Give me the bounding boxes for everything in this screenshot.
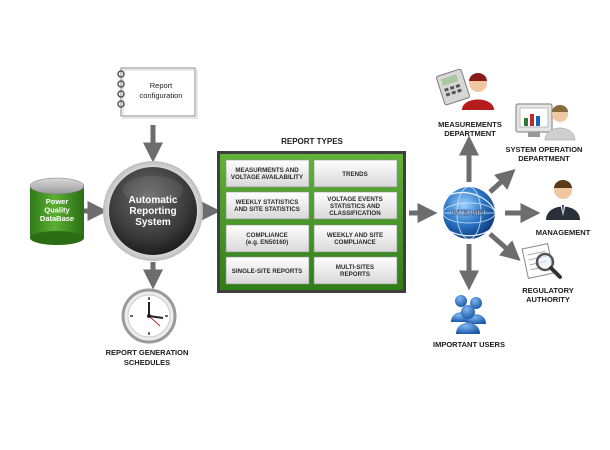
regulatory-magnifier-icon <box>521 243 562 279</box>
internet-label: INTERNET <box>452 210 488 217</box>
report-type-cell: SINGLE-SITE REPORTS <box>225 256 310 285</box>
svg-text:SINGLE-SITE REPORTS: SINGLE-SITE REPORTS <box>232 268 302 275</box>
report-type-cell: COMPLIANCE(e.g. EN50160) <box>225 224 310 253</box>
spiral-rings-icon <box>117 70 125 108</box>
system-operation-person-icon <box>515 103 576 141</box>
internet-globe-icon <box>441 186 497 240</box>
svg-text:TRENDS: TRENDS <box>342 171 367 178</box>
database-cylinder-icon <box>29 177 85 245</box>
management-label: MANAGEMENT <box>536 228 591 237</box>
svg-text:COMPLIANCE(e.g. EN50160): COMPLIANCE(e.g. EN50160) <box>246 232 288 246</box>
important-users-icon <box>451 295 486 334</box>
arrow-internet-to-system-op <box>488 168 516 194</box>
measurements-person-icon <box>436 68 494 110</box>
report-type-cell: TRENDS <box>313 159 398 188</box>
report-config-notepad <box>117 67 198 119</box>
arrow-internet-to-regulatory <box>488 232 521 261</box>
ars-circle <box>103 161 203 261</box>
report-types-title: REPORT TYPES <box>281 137 343 146</box>
important-users-label: IMPORTANT USERS <box>433 340 505 349</box>
clock-icon <box>121 288 177 344</box>
management-person-icon <box>546 180 580 220</box>
